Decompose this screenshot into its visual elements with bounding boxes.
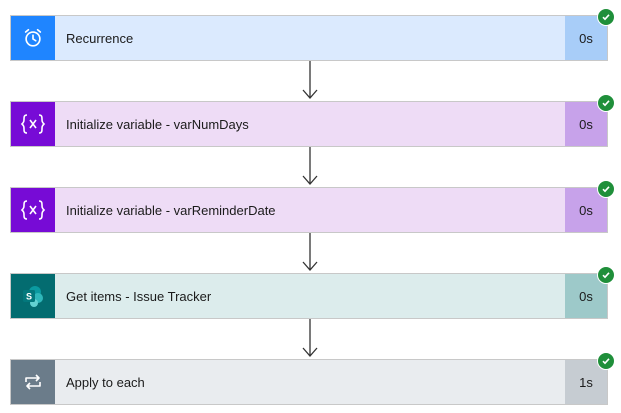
connector-arrow: [302, 233, 318, 271]
success-check-icon: [597, 266, 615, 284]
connector-arrow: [302, 61, 318, 99]
connector-arrow: [302, 319, 318, 357]
step-init-var-numdays[interactable]: Initialize variable - varNumDays 0s: [10, 94, 615, 147]
step-label: Initialize variable - varNumDays: [66, 116, 249, 132]
success-check-icon: [597, 352, 615, 370]
success-check-icon: [597, 8, 615, 26]
step-recurrence[interactable]: Recurrence 0s: [10, 8, 615, 61]
step-label: Recurrence: [66, 30, 134, 46]
success-check-icon: [597, 180, 615, 198]
connector-arrow: [302, 147, 318, 185]
step-get-items-issue-tracker[interactable]: S Get items - Issue Tracker 0s: [10, 266, 615, 319]
step-init-var-reminderdate[interactable]: Initialize variable - varReminderDate 0s: [10, 180, 615, 233]
loop-icon: [11, 360, 55, 404]
step-apply-to-each[interactable]: Apply to each 1s: [10, 352, 615, 405]
step-label: Apply to each: [66, 374, 145, 390]
step-label: Get items - Issue Tracker: [66, 288, 212, 304]
alarm-clock-icon: [11, 16, 55, 60]
sharepoint-icon: S: [11, 274, 55, 318]
variable-icon: [11, 102, 55, 146]
svg-text:S: S: [26, 292, 32, 302]
variable-icon: [11, 188, 55, 232]
success-check-icon: [597, 94, 615, 112]
step-duration: 0s: [565, 16, 607, 60]
step-label: Initialize variable - varReminderDate: [66, 202, 276, 218]
